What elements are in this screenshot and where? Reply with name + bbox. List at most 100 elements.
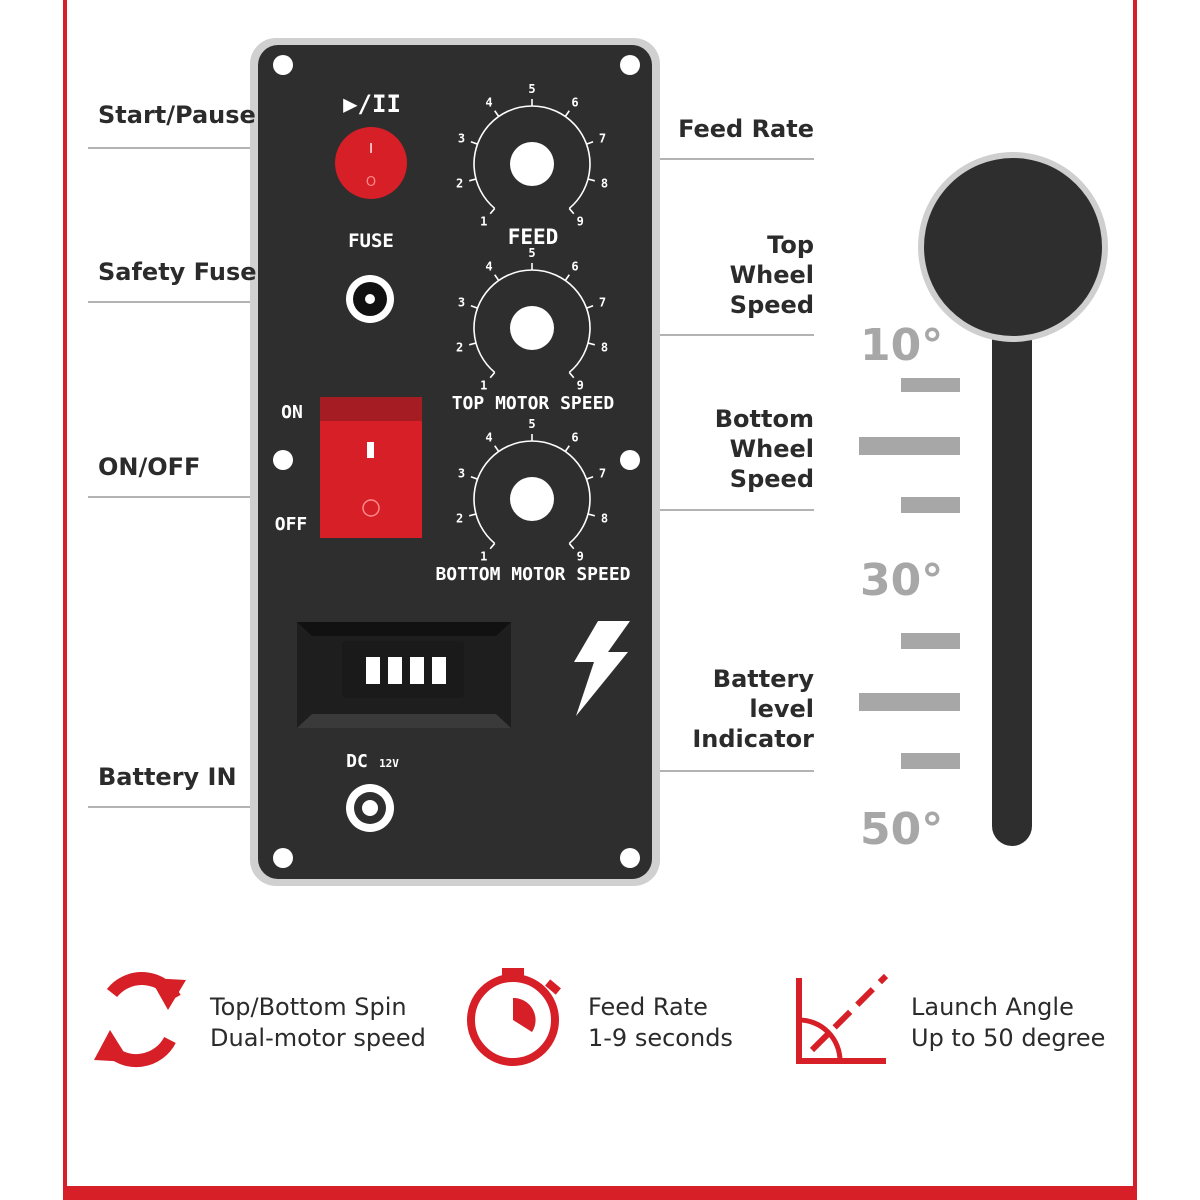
feature-detail: Up to 50 degree: [911, 1024, 1106, 1052]
frame-bottom-border: [63, 1186, 1137, 1200]
angle-icon: [796, 973, 889, 1064]
screw: [620, 848, 640, 868]
callout-line: Battery: [712, 665, 814, 693]
callout-line: Speed: [729, 291, 814, 319]
stopwatch-icon: [467, 968, 561, 1066]
dial-number: 2: [456, 176, 463, 190]
lightning-bolt-icon: [574, 621, 630, 716]
dial-tick: [587, 178, 595, 182]
switch-on-label: ON: [281, 402, 303, 423]
screw: [273, 848, 293, 868]
dial-tick: [586, 476, 594, 480]
dial-number: 1: [480, 214, 487, 228]
screw: [273, 450, 293, 470]
screw: [620, 450, 640, 470]
dial-number: 3: [458, 131, 465, 145]
dial-tick: [568, 371, 575, 379]
dial-number: 2: [456, 511, 463, 525]
dial-number: 9: [577, 549, 584, 563]
major-tick: [859, 693, 960, 711]
dial-arc: [473, 269, 591, 374]
minor-tick: [901, 378, 960, 392]
bottom-motor-speed-label: BOTTOM MOTOR SPEED: [435, 564, 630, 585]
dial-number: 4: [485, 260, 492, 274]
start-button-off-mark: O: [366, 175, 376, 190]
dial-number: 7: [599, 466, 606, 480]
callout-line: level: [749, 695, 814, 723]
dial-number: 8: [601, 340, 608, 354]
switch-off-label: OFF: [275, 514, 308, 535]
dial-tick: [564, 110, 570, 117]
dial-knob-cap[interactable]: [510, 142, 554, 186]
on-off-callout: ON/OFF: [98, 453, 201, 481]
frame-left-border: [63, 0, 67, 1200]
callout-line: Wheel: [729, 261, 814, 289]
dial-number: 6: [571, 260, 578, 274]
battery-bar: [388, 657, 402, 684]
minor-tick: [901, 633, 960, 649]
fuse-holder[interactable]: [346, 275, 394, 323]
dial-number: 9: [577, 214, 584, 228]
frame-right-border: [1133, 0, 1137, 1200]
dial-number: 2: [456, 340, 463, 354]
dial-number: 7: [599, 295, 606, 309]
callout-line: Indicator: [692, 725, 814, 753]
safety-fuse-callout: Safety Fuse: [98, 258, 257, 286]
feature-title: Feed Rate: [588, 993, 708, 1021]
top-wheel-speed-callout: Top Wheel Speed: [640, 230, 814, 320]
dial-number: 9: [577, 378, 584, 392]
dial-tick: [494, 274, 500, 281]
dial-knob-cap[interactable]: [510, 306, 554, 350]
dial-tick: [469, 178, 477, 182]
refresh-arrowheads: [94, 978, 186, 1062]
battery-in-callout: Battery IN: [98, 763, 237, 791]
dial-arc: [473, 105, 591, 210]
major-tick: [859, 437, 960, 455]
dial-number: 3: [458, 295, 465, 309]
dial-tick: [489, 371, 496, 379]
dc-input-jack[interactable]: [346, 784, 394, 832]
angle-label-50: 50°: [860, 804, 944, 855]
battery-bar: [432, 657, 446, 684]
dial-tick: [489, 207, 496, 215]
minor-tick: [901, 497, 960, 513]
feature-detail: 1-9 seconds: [588, 1024, 733, 1052]
battery-bar: [410, 657, 424, 684]
dial-tick: [489, 542, 496, 550]
power-rocker-switch[interactable]: [320, 397, 422, 538]
dial-number: 6: [571, 96, 578, 110]
dial-arc: [473, 440, 591, 545]
screw: [273, 55, 293, 75]
angle-label-30: 30°: [860, 555, 944, 606]
dial-knob-cap[interactable]: [510, 477, 554, 521]
dial-tick: [469, 513, 477, 517]
screw: [620, 55, 640, 75]
dial-number: 5: [528, 417, 535, 431]
angle-label-10: 10°: [860, 320, 944, 371]
feature-title: Top/Bottom Spin: [210, 993, 407, 1021]
dc-label: DC: [346, 751, 368, 772]
dial-tick: [568, 542, 575, 550]
top-motor-speed-label: TOP MOTOR SPEED: [452, 393, 615, 414]
play-pause-icon: ▶/II: [343, 90, 401, 118]
dial-tick: [568, 207, 575, 215]
dial-number: 1: [480, 549, 487, 563]
start-pause-button[interactable]: I O: [335, 127, 407, 199]
dial-number: 7: [599, 131, 606, 145]
feature-title: Launch Angle: [911, 993, 1074, 1021]
battery-bar: [366, 657, 380, 684]
dial-tick: [564, 274, 570, 281]
start-pause-callout: Start/Pause: [98, 101, 256, 129]
dial-tick: [470, 476, 478, 480]
bottom-wheel-speed-callout: Bottom Wheel Speed: [640, 404, 814, 494]
control-panel: [258, 45, 652, 879]
start-button-on-mark: I: [369, 142, 373, 157]
battery-level-indicator: [297, 622, 511, 728]
feed-knob-label: FEED: [508, 225, 559, 249]
dial-tick: [587, 342, 595, 346]
angle-adjust-lever[interactable]: [918, 152, 1108, 846]
